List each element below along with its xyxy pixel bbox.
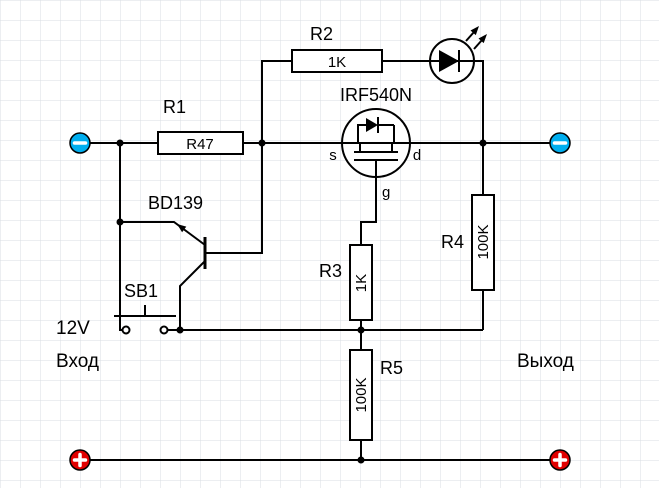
led-emission-arrowhead-1 [470, 26, 479, 36]
resistor-r5-body[interactable] [349, 349, 373, 441]
button-ref-label: SB1 [124, 281, 158, 301]
input-label: Вход [56, 351, 99, 372]
resistor-r3[interactable]: R3 1K [319, 244, 373, 321]
resistor-r1[interactable]: R1 R47 [157, 97, 244, 155]
resistor-r4-ref: R4 [441, 232, 464, 252]
transistor-emitter-arrowhead [177, 224, 187, 233]
wire-led-to-rail [474, 60, 484, 143]
button-sb1[interactable]: SB1 [114, 281, 176, 335]
mosfet-irf540n[interactable]: IRF540N s d g [329, 85, 421, 201]
led-emission-arrow-1 [465, 31, 475, 42]
junction-dot [357, 326, 365, 334]
resistor-r4-body[interactable] [471, 194, 495, 291]
plus-icon [552, 452, 568, 468]
led-symbol[interactable] [429, 26, 487, 84]
mosfet-body-diode-leads [357, 124, 395, 143]
resistor-r4[interactable]: R4 100K [441, 194, 495, 291]
mosfet-pin-drain-label: d [413, 147, 421, 164]
button-contact-left [121, 325, 131, 335]
junction-dot [479, 139, 487, 147]
resistor-r1-ref: R1 [163, 97, 186, 117]
plus-icon [72, 452, 88, 468]
mosfet-pin-source-label: s [329, 147, 337, 164]
mosfet-body-diode-triangle [366, 118, 378, 132]
wire-r2-branch [261, 60, 292, 143]
supply-voltage-label: 12V [56, 318, 90, 339]
resistor-r5-value: 100K [353, 377, 370, 412]
resistor-r1-body[interactable] [157, 131, 244, 155]
junction-dot [116, 218, 124, 226]
resistor-r3-ref: R3 [319, 261, 342, 281]
led-emission-arrow-2 [473, 39, 483, 50]
junction-dot [176, 326, 184, 334]
junction-dot [116, 139, 124, 147]
terminal-input-positive[interactable] [69, 449, 91, 471]
button-actuator[interactable] [114, 305, 176, 317]
led-emission-arrowhead-2 [478, 34, 487, 44]
transistor-bd139[interactable]: BD139 [148, 193, 207, 269]
junction-dot [258, 139, 266, 147]
junction-dot [357, 456, 365, 464]
mosfet-gate-plate [354, 159, 398, 177]
resistor-r2[interactable]: R2 1K [291, 24, 383, 73]
resistor-r5-ref: R5 [380, 358, 403, 378]
terminal-output-negative[interactable] [549, 132, 571, 154]
terminal-input-negative[interactable] [69, 132, 91, 154]
resistor-r5[interactable]: R5 100K [349, 349, 403, 441]
resistor-r4-value: 100K [475, 224, 492, 259]
wire-transistor-base [205, 143, 263, 254]
wire-transistor-emitter [120, 221, 206, 246]
output-label: Выход [517, 351, 574, 372]
mosfet-channel-line [354, 143, 398, 153]
mosfet-pin-gate-label: g [382, 184, 390, 201]
resistor-r2-body[interactable] [291, 49, 383, 73]
resistor-r3-value: 1K [353, 274, 370, 292]
junction-dots [116, 139, 487, 464]
terminal-output-positive[interactable] [549, 449, 571, 471]
resistor-r2-ref: R2 [310, 24, 333, 44]
button-contact-right [159, 325, 169, 335]
led-anode-triangle [439, 50, 459, 72]
mosfet-ref-label: IRF540N [340, 85, 412, 105]
resistor-r3-body[interactable] [349, 244, 373, 321]
resistor-r1-value: R47 [186, 136, 214, 153]
wire-gate [360, 177, 377, 245]
wire-transistor-collector [179, 260, 206, 330]
transistor-ref-label: BD139 [148, 193, 203, 213]
resistor-r2-value: 1K [328, 54, 346, 71]
